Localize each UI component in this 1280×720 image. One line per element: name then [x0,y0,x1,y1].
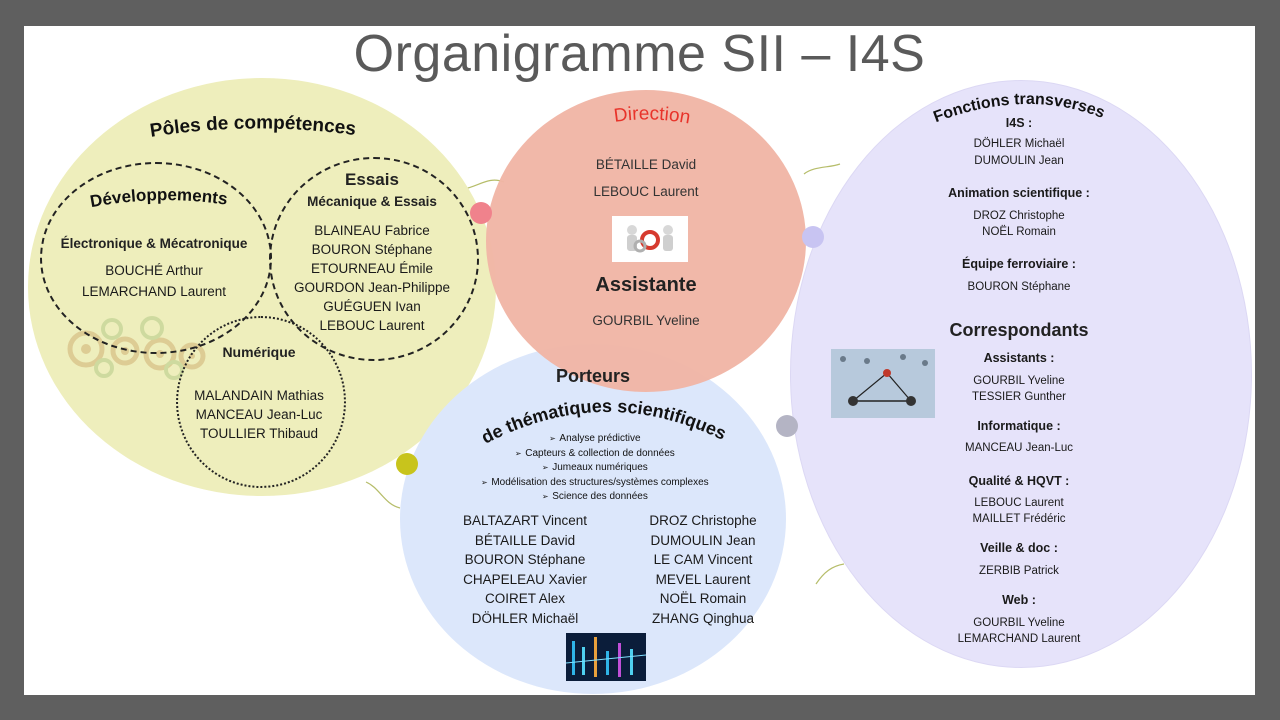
correspondant-name: GOURBIL Yveline [973,375,1065,387]
porteur-member: BOURON Stéphane [464,552,586,567]
direction-member: LEBOUC Laurent [593,184,699,199]
porteur-member: DÖHLER Michaël [471,610,579,626]
page-title: Organigramme SII – I4S [353,26,926,83]
developpements-member: BOUCHÉ Arthur [105,263,203,278]
yellow-dot [396,453,418,475]
essais-subheading: Mécanique & Essais [307,194,437,209]
correspondant-name: MANCEAU Jean-Luc [964,442,1073,454]
porteur-member: LE CAM Vincent [653,552,753,567]
theme-item: ➢Capteurs & collection de données [514,447,675,459]
numerique-member: MANCEAU Jean-Luc [195,407,323,422]
theme-item: ➢Jumeaux numériques [541,462,648,473]
correspondant-name: LEMARCHAND Laurent [957,633,1081,645]
correspondant-label: Assistants : [983,351,1055,365]
developpements-subheading: Électronique & Mécatronique [60,236,248,251]
direction-member: BÉTAILLE David [595,157,697,172]
correspondant-name: TESSIER Gunther [972,391,1066,403]
porteur-member: CHAPELEAU Xavier [463,571,587,587]
numerique-circle [176,316,346,488]
correspondant-name: LEBOUC Laurent [974,497,1064,509]
porteur-member: DROZ Christophe [649,513,757,528]
fonction-name: DROZ Christophe [973,210,1065,222]
grey-dot [776,415,798,437]
porteur-member: ZHANG Qinghua [651,610,755,626]
developpements-member: LEMARCHAND Laurent [81,284,227,299]
direction-heading: Direction [613,103,692,128]
theme-item: ➢Science des données [541,491,648,502]
fonctions-ellipse [790,80,1252,668]
correspondant-name: MAILLET Frédéric [972,513,1066,525]
porteurs-left-column: BALTAZART Vincent BÉTAILLE David BOURON … [436,511,614,628]
theme-item: ➢Analyse prédictive [549,433,641,444]
assistante-heading: Assistante [595,274,697,296]
essais-member: ETOURNEAU Émile [310,261,434,276]
correspondant-name: ZERBIB Patrick [979,565,1059,577]
fonction-name: BOURON Stéphane [967,281,1071,293]
essais-member: GOURDON Jean-Philippe [293,280,451,295]
correspondant-name: GOURBIL Yveline [973,617,1065,629]
fonction-name: DUMOULIN Jean [974,155,1064,167]
essais-member: BOURON Stéphane [311,242,433,257]
developpements-heading: Développements [89,185,229,211]
porteur-member: NOËL Romain [659,591,747,606]
essais-circle [269,157,479,361]
fonction-label: Animation scientifique : [948,186,1090,200]
porteurs-right-column: DROZ Christophe DUMOULIN Jean LE CAM Vin… [622,511,784,628]
network-image [831,349,935,418]
numerique-member: TOULLIER Thibaud [199,426,319,441]
porteur-member: DUMOULIN Jean [650,532,756,548]
porteur-member: BALTAZART Vincent [462,513,588,528]
porteur-member: COIRET Alex [484,591,566,606]
correspondant-label: Web : [1002,593,1036,607]
fonction-name: DÖHLER Michaël [973,138,1065,150]
porteurs-heading-line1: Porteurs [555,366,631,386]
red-dot [470,202,492,224]
fonction-label: I4S : [1005,116,1033,130]
assistante-name: GOURBIL Yveline [592,313,700,328]
data-visual-image [566,633,646,681]
lavender-dot [802,226,824,248]
fonction-name: NOËL Romain [982,226,1056,238]
numerique-member: MALANDAIN Mathias [194,388,324,403]
essais-member: GUÉGUEN Ivan [323,299,421,314]
porteur-member: BÉTAILLE David [474,532,576,548]
correspondants-heading: Correspondants [949,320,1089,340]
correspondant-label: Veille & doc : [980,541,1058,555]
porteur-member: MEVEL Laurent [655,571,751,587]
fonction-label: Équipe ferroviaire : [962,257,1076,271]
essais-member: BLAINEAU Fabrice [314,223,430,238]
numerique-heading: Numérique [222,344,296,360]
slide: Organigramme SII – I4S [24,26,1255,695]
teamwork-image [612,216,688,262]
arc-headings: Pôles de compétences Développements Dire… [89,91,1107,448]
theme-item: ➢Modélisation des structures/systèmes co… [480,476,709,488]
correspondant-label: Informatique : [977,419,1061,433]
poles-heading: Pôles de compétences [149,112,358,141]
correspondant-label: Qualité & HQVT : [968,474,1070,488]
essais-heading: Essais [345,170,399,189]
themes-list: ➢Analyse prédictive ➢Capteurs & collecti… [400,432,786,505]
essais-member: LEBOUC Laurent [319,318,425,333]
